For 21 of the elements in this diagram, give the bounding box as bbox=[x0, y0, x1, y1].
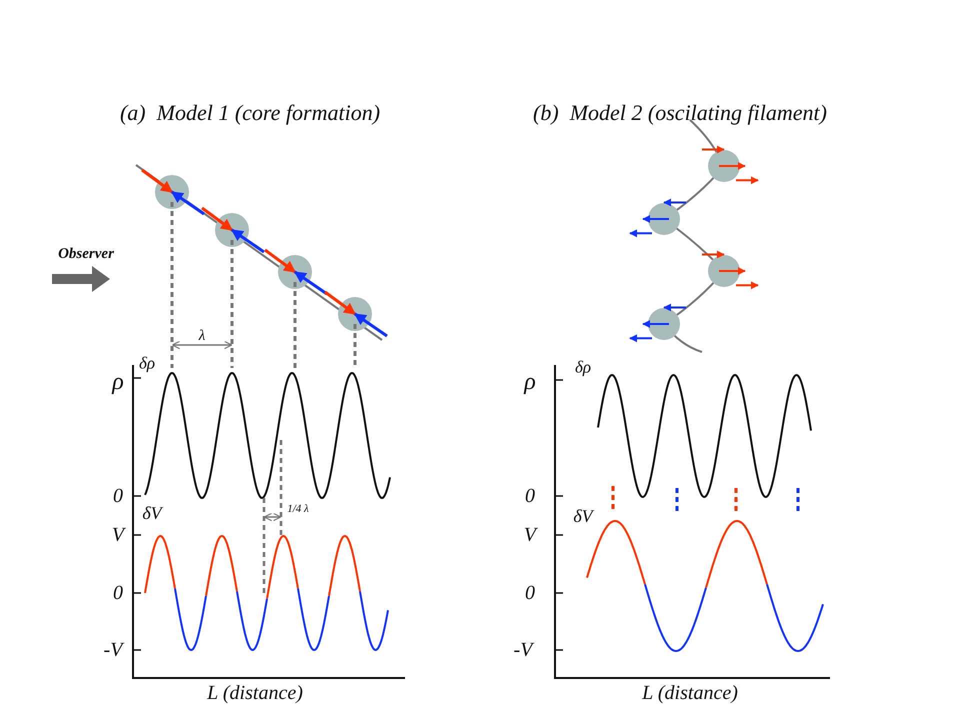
tick-label: V bbox=[524, 524, 536, 546]
axis-label: ρ bbox=[112, 368, 124, 396]
axis-label: δρ bbox=[574, 358, 592, 378]
observer-label: Observer bbox=[58, 246, 114, 262]
axis-label: δV bbox=[573, 507, 593, 527]
axis-title: L (distance) bbox=[207, 682, 303, 704]
tick-label: 0 bbox=[525, 582, 535, 604]
panel-title: (b) Model 2 (oscilating filament) bbox=[533, 100, 827, 126]
tick-label: 0 bbox=[113, 582, 123, 604]
wavelength-label: λ bbox=[198, 328, 206, 344]
tick-label: V bbox=[112, 524, 124, 546]
axis-label: ρ bbox=[524, 368, 536, 396]
axis-label: δV bbox=[142, 504, 162, 524]
dimension-label: 1/4 λ bbox=[287, 502, 309, 516]
tick-label: -V bbox=[514, 639, 532, 661]
tick-label: -V bbox=[104, 639, 122, 661]
tick-label: 0 bbox=[113, 485, 123, 507]
axis-title: L (distance) bbox=[642, 682, 738, 704]
panel-title: (a) Model 1 (core formation) bbox=[120, 100, 380, 126]
tick-label: 0 bbox=[525, 485, 535, 507]
axis-label: δρ bbox=[138, 354, 156, 374]
